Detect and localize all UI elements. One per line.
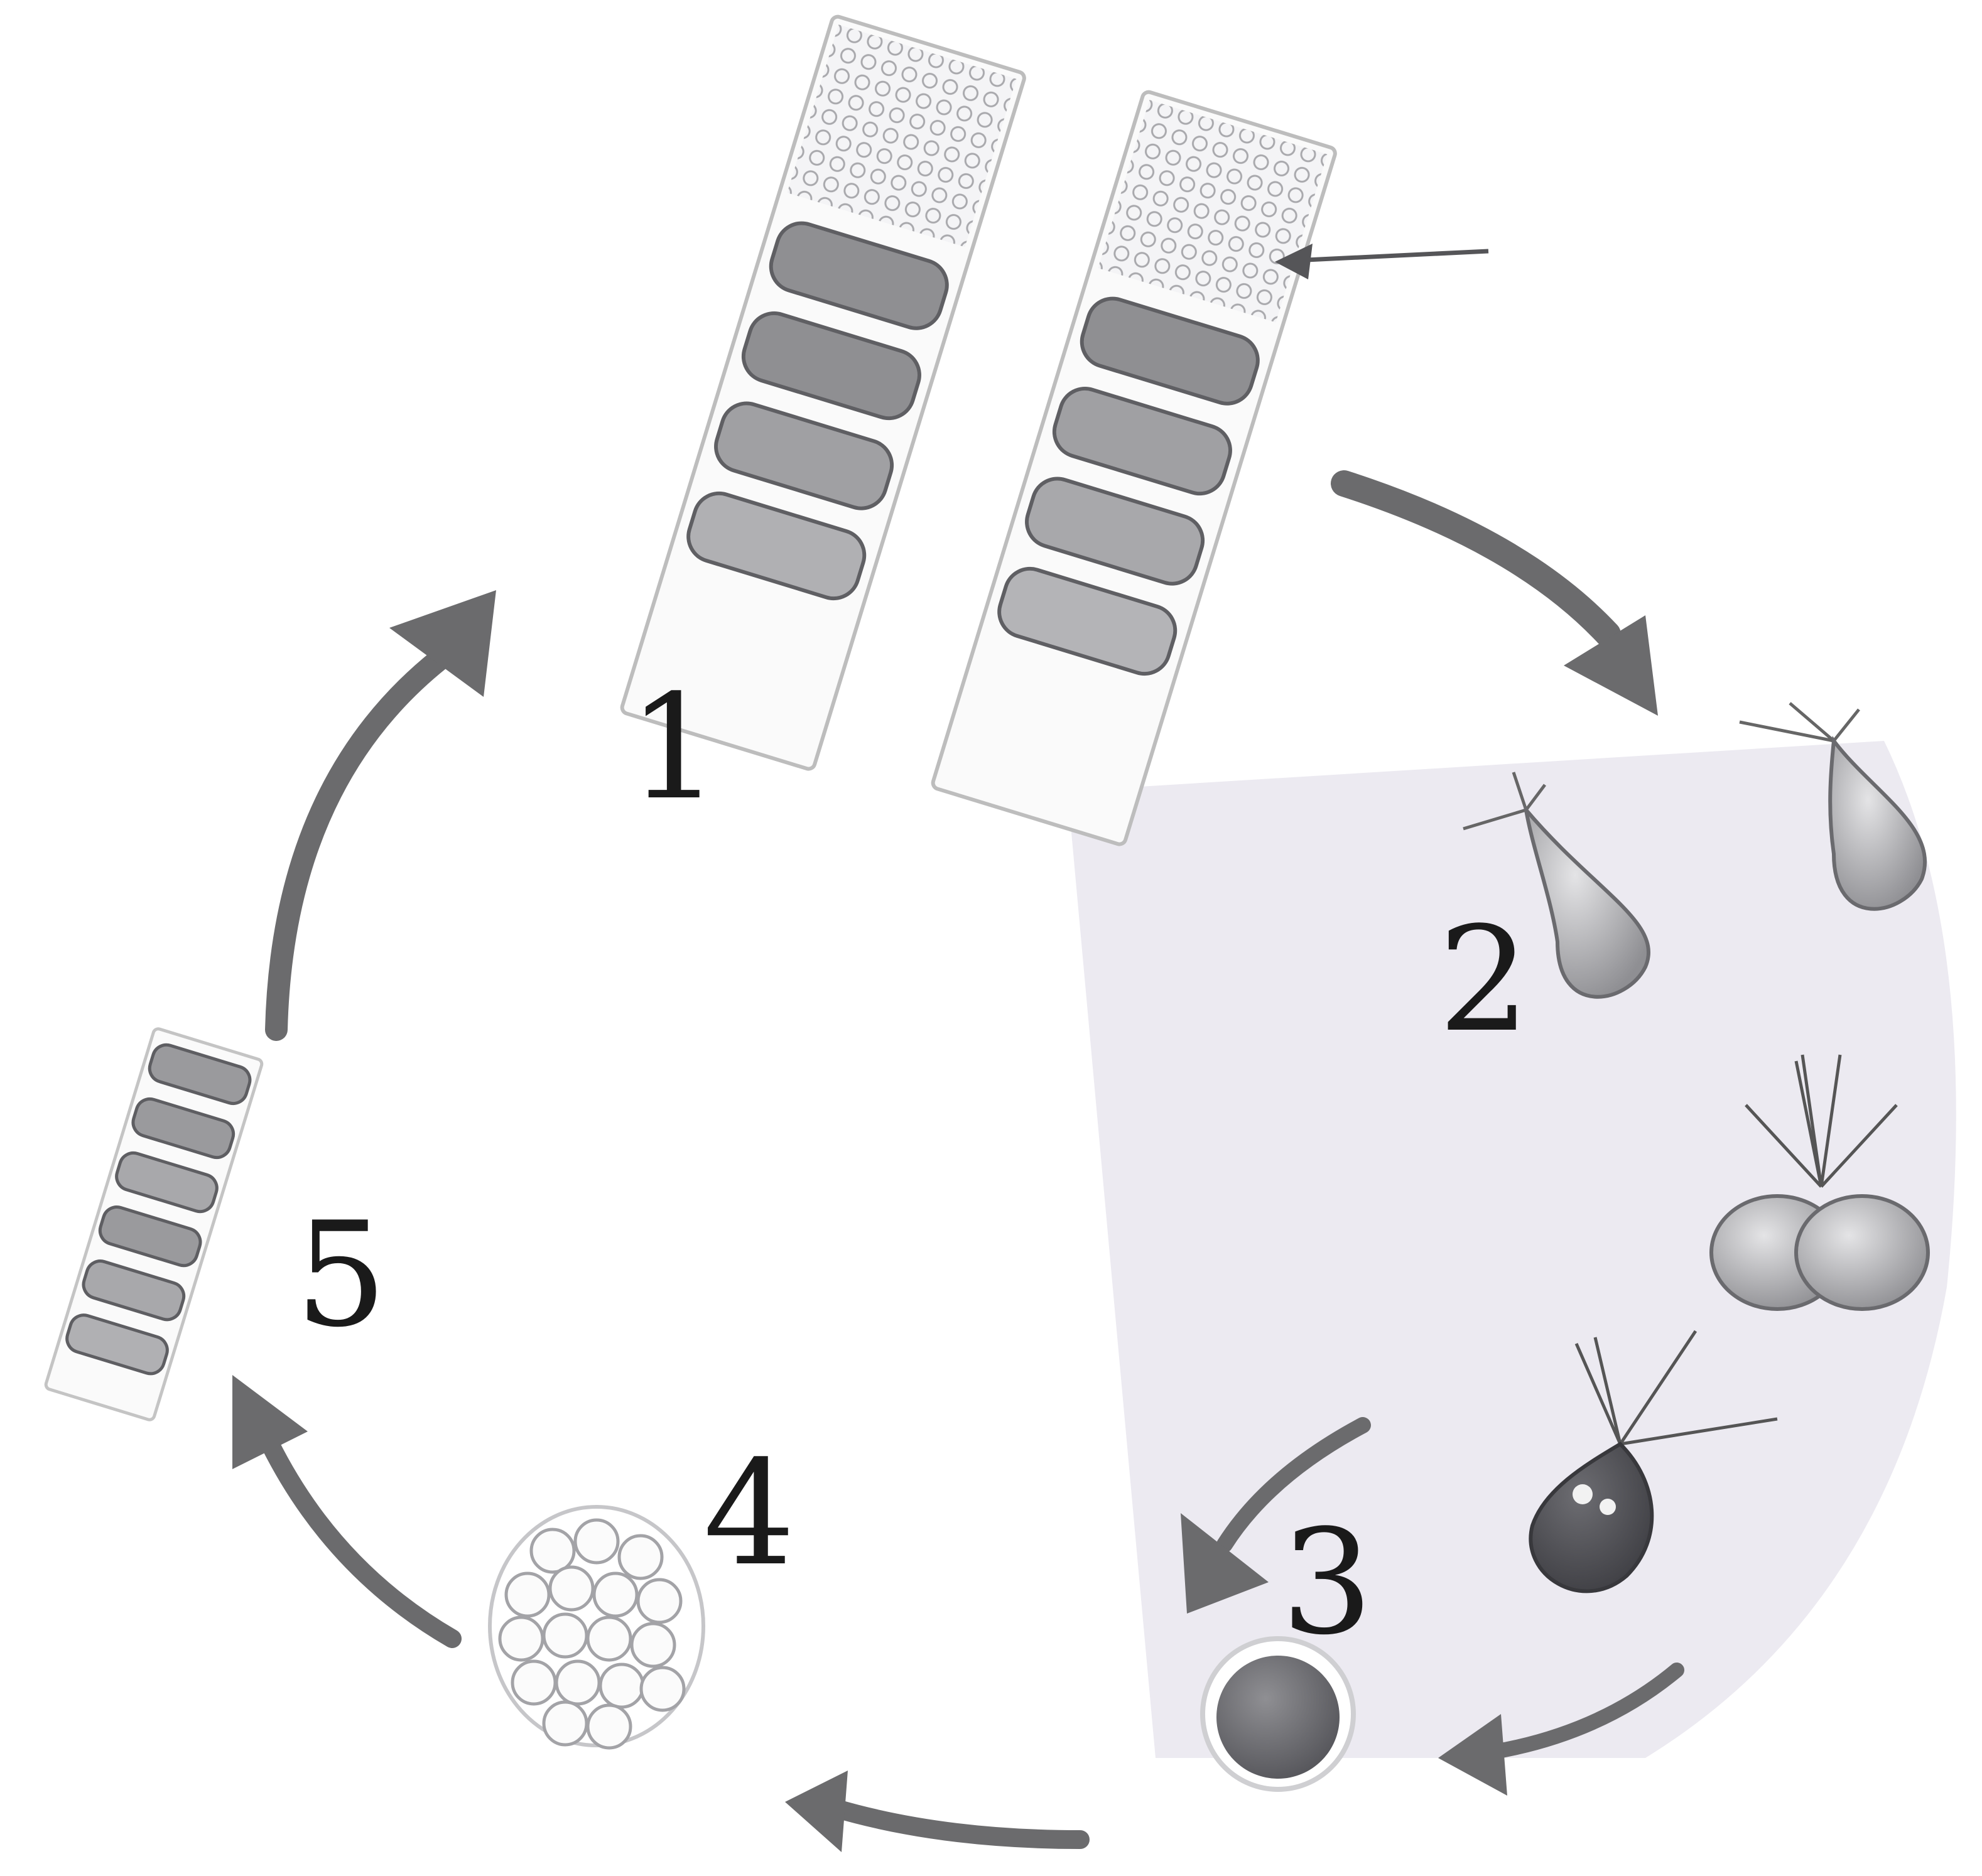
stage-label-3: 3 [1281, 1499, 1373, 1667]
arrow-1-to-2 [1344, 483, 1658, 716]
spore-cluster [490, 1507, 703, 1748]
filament-right [931, 90, 1336, 846]
pointer-arrow [1275, 244, 1488, 279]
stage-label-1: 1 [628, 664, 720, 832]
stage-label-5: 5 [295, 1192, 387, 1359]
filament-short [45, 1028, 263, 1421]
stage-label-2: 2 [1438, 897, 1530, 1064]
filament-left [620, 15, 1026, 770]
arrow-3-to-4 [785, 1771, 1080, 1852]
arrow-4-to-5 [232, 1375, 452, 1639]
stage-label-4: 4 [703, 1430, 795, 1598]
arrow-5-to-1 [276, 590, 496, 1030]
